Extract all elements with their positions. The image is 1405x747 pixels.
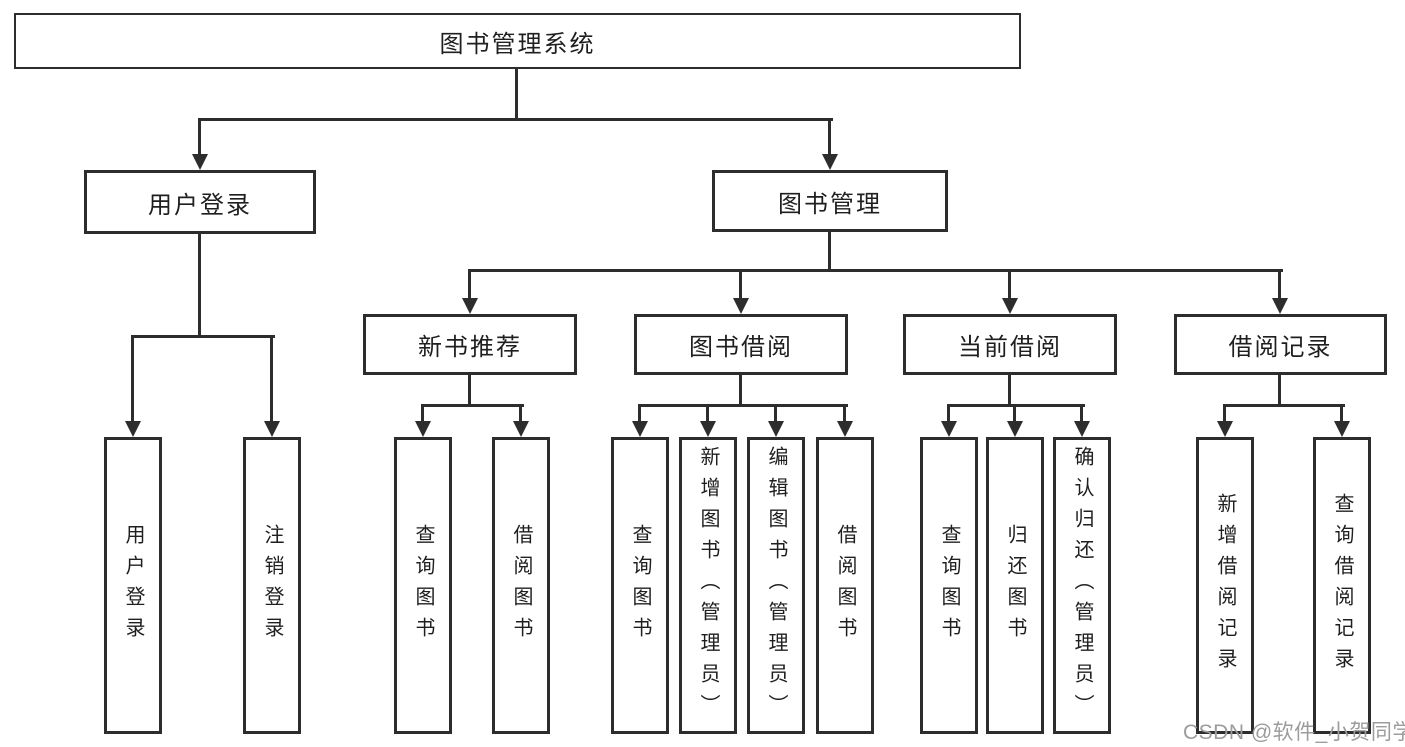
leaf-return-books: 归还图书 <box>986 437 1044 734</box>
connector-line <box>1008 269 1011 300</box>
node-book-management: 图书管理 <box>712 170 948 232</box>
connector-line <box>131 335 275 338</box>
node-label: 确认归还（管理员） <box>1071 446 1093 725</box>
arrowhead-down <box>700 421 716 437</box>
arrowhead-down <box>733 298 749 314</box>
connector-line <box>947 404 1085 407</box>
node-label: 查询借阅记录 <box>1331 492 1353 679</box>
leaf-logout: 注销登录 <box>243 437 301 734</box>
node-label: 借阅图书 <box>834 523 856 648</box>
node-user-login: 用户登录 <box>84 170 316 234</box>
connector-line <box>706 404 709 423</box>
connector-line <box>843 404 846 423</box>
connector-line <box>739 375 742 404</box>
node-label: 新增借阅记录 <box>1214 492 1236 679</box>
node-label: 借阅图书 <box>510 523 532 648</box>
node-library-management-system: 图书管理系统 <box>14 13 1021 69</box>
leaf-query-books-current: 查询图书 <box>920 437 978 734</box>
arrowhead-down <box>837 421 853 437</box>
leaf-edit-book-admin: 编辑图书（管理员） <box>747 437 805 734</box>
connector-line <box>638 404 641 423</box>
arrowhead-down <box>264 421 280 437</box>
node-label: 查询图书 <box>412 523 434 648</box>
arrowhead-down <box>1334 421 1350 437</box>
arrowhead-down <box>462 298 478 314</box>
node-book-borrowing: 图书借阅 <box>634 314 848 375</box>
connector-line <box>739 269 742 300</box>
node-label: 归还图书 <box>1004 523 1026 648</box>
arrowhead-down <box>1007 421 1023 437</box>
node-new-book-recommend: 新书推荐 <box>363 314 577 375</box>
arrowhead-down <box>192 154 208 170</box>
node-label: 用户登录 <box>122 523 144 648</box>
connector-line <box>270 335 273 423</box>
node-label: 查询图书 <box>629 523 651 648</box>
leaf-add-book-admin: 新增图书（管理员） <box>679 437 737 734</box>
connector-line <box>947 404 950 423</box>
node-label: 编辑图书（管理员） <box>765 446 787 725</box>
leaf-confirm-return-admin: 确认归还（管理员） <box>1053 437 1111 734</box>
node-label: 新书推荐 <box>418 334 522 361</box>
arrowhead-down <box>822 154 838 170</box>
arrowhead-down <box>1074 421 1090 437</box>
leaf-query-books-borrow: 查询图书 <box>611 437 669 734</box>
connector-line <box>1223 404 1226 423</box>
connector-line <box>1340 404 1343 423</box>
leaf-query-borrow-record: 查询借阅记录 <box>1313 437 1371 734</box>
leaf-user-login: 用户登录 <box>104 437 162 734</box>
csdn-watermark: CSDN @软件_小贺同学 <box>1183 721 1405 744</box>
connector-line <box>468 269 1283 272</box>
leaf-add-borrow-record: 新增借阅记录 <box>1196 437 1254 734</box>
node-label: 用户登录 <box>148 191 252 219</box>
connector-line <box>828 232 831 269</box>
node-label: 查询图书 <box>938 523 960 648</box>
connector-line <box>198 234 201 335</box>
connector-line <box>198 118 201 156</box>
connector-line <box>828 118 831 156</box>
arrowhead-down <box>1002 298 1018 314</box>
arrowhead-down <box>1217 421 1233 437</box>
connector-line <box>198 118 833 121</box>
connector-line <box>519 404 522 423</box>
node-current-borrowing: 当前借阅 <box>903 314 1117 375</box>
node-label: 当前借阅 <box>958 334 1062 361</box>
arrowhead-down <box>125 421 141 437</box>
connector-line <box>468 375 471 404</box>
connector-line <box>1223 404 1345 407</box>
arrowhead-down <box>941 421 957 437</box>
node-label: 图书借阅 <box>689 334 793 361</box>
connector-line <box>131 335 134 423</box>
connector-line <box>1013 404 1016 423</box>
leaf-borrow-books-recommend: 借阅图书 <box>492 437 550 734</box>
connector-line <box>421 404 524 407</box>
connector-line <box>468 269 471 300</box>
node-label: 图书管理系统 <box>439 30 596 58</box>
connector-line <box>638 404 848 407</box>
arrowhead-down <box>513 421 529 437</box>
node-label: 图书管理 <box>778 190 882 218</box>
connector-line <box>1008 375 1011 404</box>
leaf-borrow-books: 借阅图书 <box>816 437 874 734</box>
arrowhead-down <box>632 421 648 437</box>
connector-line <box>421 404 424 423</box>
connector-line <box>1278 269 1281 300</box>
node-label: 借阅记录 <box>1228 334 1333 361</box>
connector-line <box>515 69 518 118</box>
arrowhead-down <box>415 421 431 437</box>
connector-line <box>1080 404 1083 423</box>
node-label: 新增图书（管理员） <box>697 446 719 725</box>
node-label: 注销登录 <box>261 523 283 648</box>
connector-line <box>774 404 777 423</box>
arrowhead-down <box>768 421 784 437</box>
leaf-query-books-recommend: 查询图书 <box>394 437 452 734</box>
arrowhead-down <box>1272 298 1288 314</box>
node-borrowing-records: 借阅记录 <box>1174 314 1387 375</box>
connector-line <box>1278 375 1281 404</box>
